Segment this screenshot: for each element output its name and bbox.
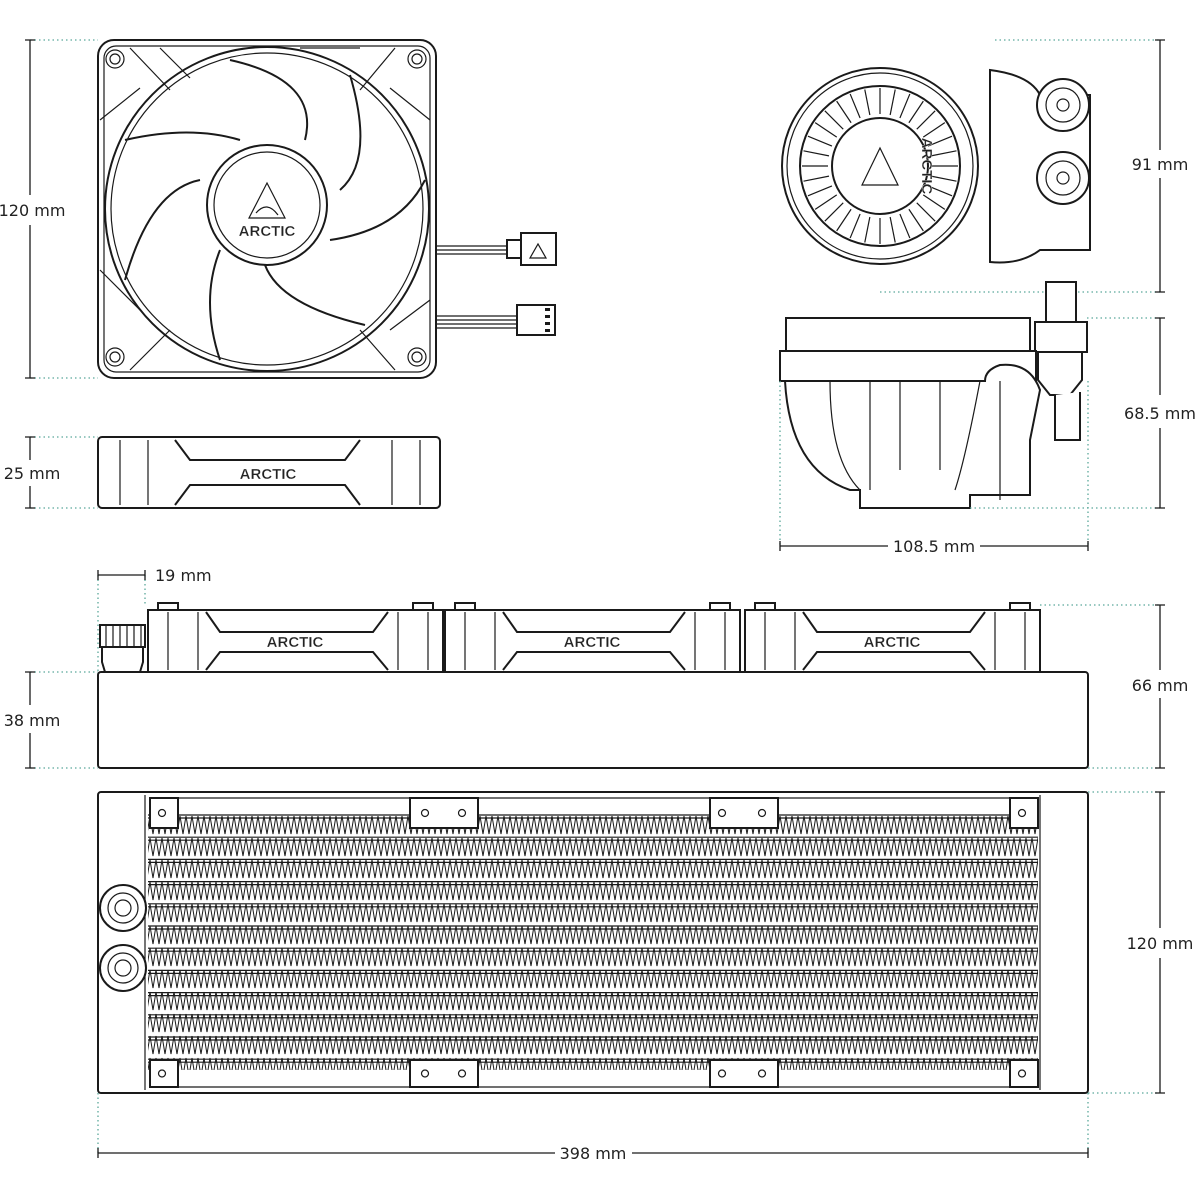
fan-blades [124,59,426,361]
radiator-fan-logo-text: ARCTIC [267,634,324,651]
svg-text:120 mm: 120 mm [1127,934,1194,953]
radiator-fan-side: ARCTIC [147,602,444,673]
mount-bracket [409,797,479,829]
mount-bracket [709,1059,779,1088]
mount-bracket [409,1059,479,1088]
dim-pump-top-height: 91 mm [880,39,1189,293]
pump-top-view: ARCTIC [781,67,1091,265]
fan-logo-text: ARCTIC [239,223,296,240]
svg-text:25 mm: 25 mm [4,464,61,483]
fan-front-view: ARCTIC [97,39,557,379]
svg-text:19 mm: 19 mm [155,566,212,585]
screw-hole-icon [757,1069,767,1078]
mount-bracket [149,797,179,829]
screw-hole-icon [717,1069,727,1078]
screw-hole-icon [1017,808,1027,818]
svg-text:108.5 mm: 108.5 mm [893,537,975,556]
screw-hole-icon [157,1069,167,1078]
fan-cables [436,232,557,336]
pump-ribs [802,88,958,244]
radiator-front-view [97,791,1089,1094]
dim-pump-width: 108.5 mm [779,537,1089,556]
mount-bracket [1009,797,1039,829]
dim-radiator-thickness: 38 mm [4,671,98,769]
arctic-logo-icon [528,242,548,259]
dim-total-thickness: 66 mm [1040,604,1189,769]
mount-bracket [149,1059,179,1088]
screw-hole-icon [1017,1069,1027,1078]
screw-hole-icon [157,808,167,818]
radiator-fan-logo-text: ARCTIC [864,634,921,651]
fitting-side [99,624,146,673]
fan-side-logo-text: ARCTIC [240,466,297,483]
svg-text:398 mm: 398 mm [560,1144,627,1163]
dim-radiator-length: 398 mm [97,1093,1089,1163]
radiator-side-view: ARCTIC ARCTIC ARCTIC [97,602,1089,769]
screw-hole-icon [420,808,430,818]
radiator-fan-side: ARCTIC [444,602,741,673]
pump-fittings [1036,78,1090,205]
screw-hole-icon [420,1069,430,1078]
dim-fan-thickness: 25 mm [4,436,98,509]
svg-text:91 mm: 91 mm [1132,155,1189,174]
dim-fan-height: 120 mm [0,39,98,379]
screw-hole-icon [717,808,727,818]
mount-bracket [709,797,779,829]
screw-hole-icon [457,1069,467,1078]
pump-side-view [779,281,1088,509]
mount-bracket [1009,1059,1039,1088]
radiator-fan-logo-text: ARCTIC [564,634,621,651]
dim-radiator-height: 120 mm [1088,791,1194,1094]
pump-logo-text: ARCTIC [918,138,935,195]
fitting-front [99,884,147,992]
radiator-fan-side: ARCTIC [744,602,1041,673]
arctic-logo-icon [248,181,286,219]
svg-text:120 mm: 120 mm [0,201,65,220]
svg-text:66 mm: 66 mm [1132,676,1189,695]
dim-fitting-offset: 19 mm [97,566,212,672]
fan-side-view: ARCTIC [97,436,441,509]
svg-text:38 mm: 38 mm [4,711,61,730]
screw-hole-icon [457,808,467,818]
dim-pump-side-height: 68.5 mm [779,317,1196,546]
screw-hole-icon [757,808,767,818]
svg-text:68.5 mm: 68.5 mm [1124,404,1196,423]
